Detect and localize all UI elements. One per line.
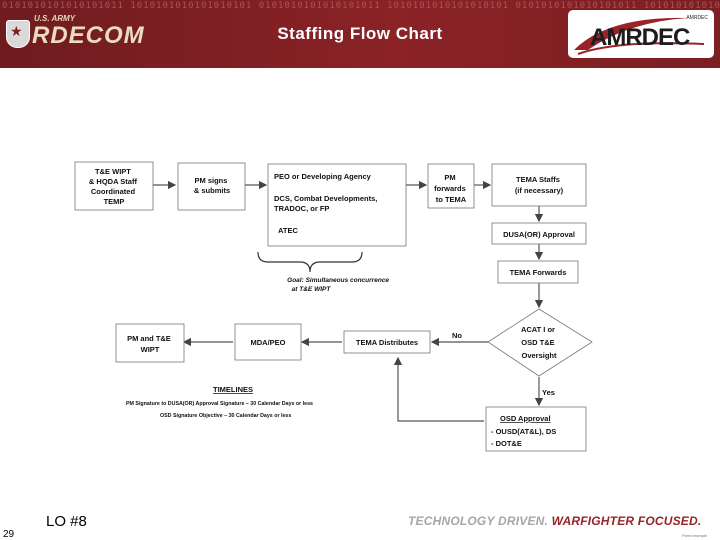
- box-tema-staffs: [491, 163, 587, 207]
- lo-label: LO #8: [46, 513, 87, 530]
- dcs-text: DCS, Combat Developments, TRADOC, or FP: [274, 194, 379, 213]
- page-title: Staffing Flow Chart: [277, 24, 443, 43]
- amrdec-logo: AMRDEC AMRDEC: [568, 10, 714, 58]
- dusa-text: DUSA(OR) Approval: [503, 230, 575, 239]
- osd-title: OSD Approval: [500, 414, 551, 423]
- box-pm-te-wipt: [115, 323, 185, 363]
- rdecom-wordmark: RDECOM: [32, 22, 145, 49]
- header-bar: 0101010101010101011 1010101010101010101 …: [0, 0, 720, 68]
- box-te-wipt: [74, 161, 154, 211]
- arrow-osd-to-distributes: [393, 356, 484, 422]
- flow-boxes: [74, 161, 593, 452]
- amrdec-wordmark: AMRDEC: [590, 24, 690, 51]
- tema-staffs-text: TEMA Staffs (if necessary): [515, 175, 564, 195]
- page-number: 29: [3, 529, 15, 540]
- osd-items: - OUSD(AT&L), DS - DOT&E: [491, 427, 558, 448]
- mda-peo-text: MDA/PEO: [250, 338, 285, 347]
- tema-forwards-text: TEMA Forwards: [510, 268, 567, 277]
- tagline-grey: TECHNOLOGY DRIVEN.: [408, 514, 549, 528]
- box-mda-peo: [234, 323, 302, 361]
- no-label: No: [452, 331, 462, 340]
- tagline-red: WARFIGHTER FOCUSED.: [551, 514, 702, 528]
- pm-te-wipt-text: PM and T&E WIPT: [127, 334, 173, 354]
- peo-text: PEO or Developing Agency: [274, 172, 372, 181]
- rdecom-army-text: U.S. ARMY: [34, 14, 76, 23]
- box-tema-forwards: [497, 260, 579, 284]
- pm-forwards-text: PM forwards to TEMA: [434, 173, 468, 204]
- amrdec-small-text: AMRDEC: [686, 15, 708, 21]
- pm-signs-text: PM signs & submits: [194, 176, 230, 195]
- box-dusa: [491, 222, 587, 245]
- box-osd: [485, 406, 587, 452]
- decision-diamond: [487, 308, 593, 377]
- goal-brace: [257, 251, 363, 273]
- timelines-line1: PM Signature to DUSA(OR) Approval Signat…: [126, 401, 313, 407]
- box-tema-distributes: [343, 330, 431, 354]
- flow-connectors: [152, 180, 544, 422]
- timelines-title: TIMELINES: [213, 385, 253, 394]
- box-peo-group: [267, 163, 407, 247]
- decision-text: ACAT I or OSD T&E Oversight: [521, 325, 557, 360]
- tema-distributes-text: TEMA Distributes: [356, 338, 418, 347]
- box-pm-signs: [177, 162, 246, 211]
- box-pm-forwards: [427, 163, 475, 209]
- atec-text: ATEC: [278, 226, 298, 235]
- yes-label: Yes: [542, 388, 555, 397]
- goal-text: Goal: Simultaneous concurrence at T&E WI…: [287, 277, 391, 293]
- tagline: TECHNOLOGY DRIVEN. WARFIGHTER FOCUSED.: [408, 514, 701, 528]
- shield-icon: ★: [6, 20, 30, 48]
- amrdec-swoosh-icon: [574, 17, 705, 55]
- timelines-line2: OSD Signature Objective – 30 Calendar Da…: [160, 413, 291, 419]
- footnote: Fleet example: [682, 533, 708, 538]
- te-wipt-text: T&E WIPT & HQDA Staff Coordinated TEMP: [89, 167, 139, 206]
- rdecom-logo: ★ U.S. ARMY RDECOM: [6, 14, 166, 54]
